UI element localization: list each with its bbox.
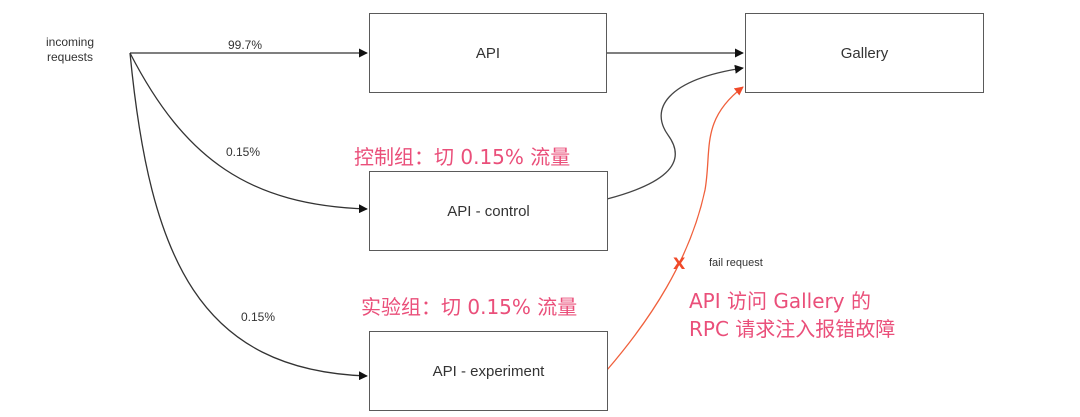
annotation-experiment-group: 实验组：切 0.15% 流量: [361, 295, 578, 319]
node-api[interactable]: API: [369, 13, 607, 93]
edge-label-experiment-share: 0.15%: [241, 310, 276, 324]
node-gallery[interactable]: Gallery: [745, 13, 984, 93]
edge-label-control-share: 0.15%: [226, 145, 261, 159]
edge-label-api-share: 99.7%: [228, 38, 263, 52]
node-api-label: API: [475, 44, 501, 62]
annotation-control-group: 控制组：切 0.15% 流量: [354, 145, 571, 169]
edge-control-to-gallery: [606, 64, 744, 200]
fail-request-label: fail request: [709, 257, 763, 269]
node-gallery-label: Gallery: [840, 44, 889, 62]
node-api-experiment-label: API - experiment: [432, 362, 545, 380]
annotation-fault-line2: RPC 请求注入报错故障: [689, 317, 896, 341]
edge-experiment-to-gallery-failed: [606, 86, 744, 371]
node-api-control-label: API - control: [447, 202, 530, 220]
edge-incoming-to-experiment: [129, 52, 368, 381]
node-api-experiment[interactable]: API - experiment: [369, 331, 608, 411]
node-api-control[interactable]: API - control: [369, 171, 608, 251]
annotation-fault-line1: API 访问 Gallery 的: [689, 289, 871, 313]
incoming-requests-label: incoming requests: [45, 35, 95, 64]
edge-incoming-to-control: [129, 52, 368, 214]
fail-x-icon: X: [673, 254, 686, 273]
